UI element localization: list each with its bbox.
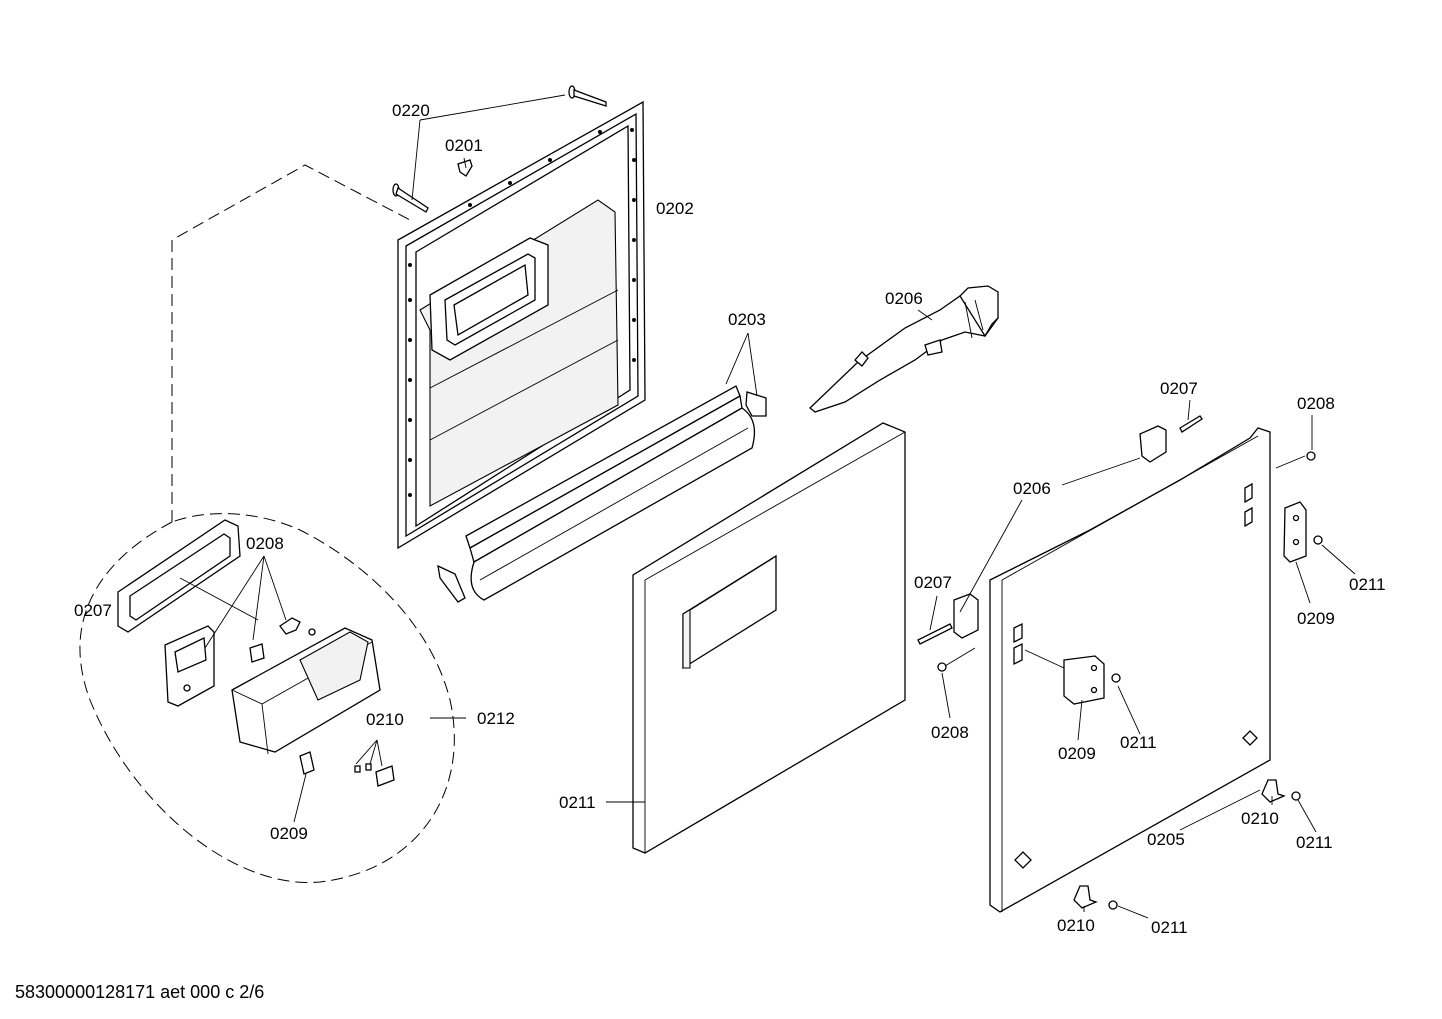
door-frame-panel — [989, 427, 1271, 913]
display-frame-0207 — [117, 519, 241, 633]
label-0212: 0212 — [477, 709, 515, 728]
bottom-strip — [437, 385, 767, 603]
label-0202: 0202 — [656, 199, 694, 218]
screw-0220-top — [568, 85, 607, 107]
label-0211-bottom: 0211 — [1151, 918, 1188, 937]
label-0207-top: 0207 — [1160, 379, 1198, 398]
label-0210-left: 0210 — [366, 710, 404, 729]
knob-0208 — [249, 643, 265, 663]
label-0211-door: 0211 — [559, 793, 596, 812]
label-0208-mid: 0208 — [931, 723, 969, 742]
hinge-clip-0206-top — [1139, 425, 1167, 463]
label-0203: 0203 — [728, 310, 766, 329]
module-group-outline — [79, 513, 455, 883]
label-0201: 0201 — [445, 136, 483, 155]
label-0210-bottom: 0210 — [1057, 916, 1095, 935]
label-0207-mid: 0207 — [914, 573, 952, 592]
part-0209-left — [299, 751, 315, 775]
screw-0211-bottom — [1108, 900, 1118, 910]
plate-0209-mid — [1063, 655, 1105, 705]
screw-0201 — [457, 159, 473, 177]
nut-0208-mid — [937, 662, 947, 672]
label-0209-right: 0209 — [1297, 609, 1335, 628]
display-cover — [164, 625, 215, 707]
screw-0220-left — [392, 183, 429, 213]
label-0211-mid: 0211 — [1120, 733, 1157, 752]
nut-0208-top — [1306, 451, 1316, 461]
bracket-0210-bottom — [1073, 885, 1098, 909]
plate-0209-right — [1283, 501, 1307, 563]
label-0209-left: 0209 — [270, 824, 308, 843]
electronic-module — [231, 627, 381, 755]
leader-lines — [179, 94, 1356, 919]
assembly-guide-line — [171, 164, 411, 522]
screw-0211-mid — [1111, 673, 1121, 683]
label-0206-top: 0206 — [885, 289, 923, 308]
label-0206-mid: 0206 — [1013, 479, 1051, 498]
clip-0208 — [279, 617, 316, 636]
label-0211-lower-right: 0211 — [1296, 833, 1333, 852]
label-0205: 0205 — [1147, 830, 1185, 849]
pin-0207-top — [1179, 415, 1203, 433]
footer-reference: 58300000128171 aet 000 c 2/6 — [15, 982, 264, 1002]
outer-door-panel — [632, 422, 906, 854]
label-0209-mid: 0209 — [1058, 744, 1096, 763]
screw-0211-right — [1313, 535, 1323, 545]
label-0208-top: 0208 — [1297, 394, 1335, 413]
label-0210-right: 0210 — [1241, 809, 1279, 828]
pin-0207-mid — [917, 623, 953, 645]
part-0210-left — [354, 763, 395, 787]
bracket-0210-right — [1261, 779, 1286, 803]
screw-0211-lower-right — [1291, 791, 1301, 801]
inner-door-panel — [397, 100, 646, 550]
hinge-bracket — [809, 285, 999, 413]
label-0220: 0220 — [392, 101, 430, 120]
label-0208-left: 0208 — [246, 534, 284, 553]
label-0211-right: 0211 — [1349, 575, 1386, 594]
label-0207-left: 0207 — [74, 601, 112, 620]
